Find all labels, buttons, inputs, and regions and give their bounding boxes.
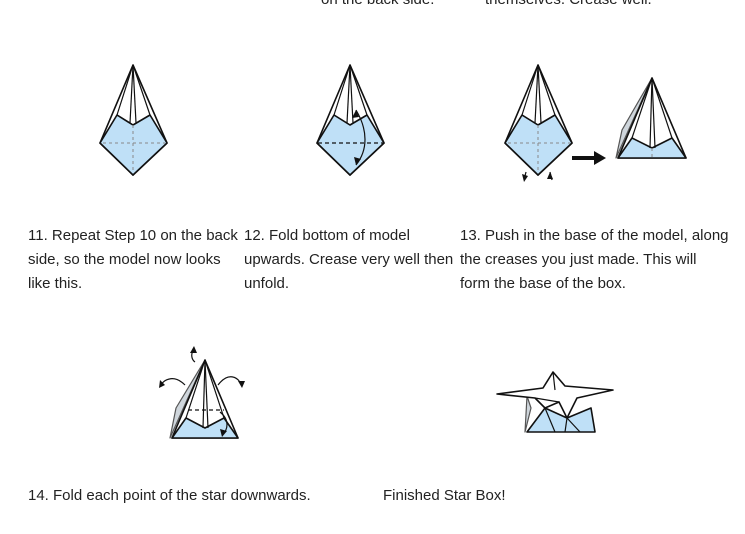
step-14-diagram: [159, 346, 245, 439]
step-11-diagram: [99, 64, 168, 176]
caption-top-left-fragment: on the back side.: [321, 0, 434, 12]
step-13-diagram: [504, 64, 687, 182]
finished-caption: Finished Star Box!: [383, 487, 506, 504]
finished-star-box-diagram: [496, 371, 614, 433]
step-13-caption: 13. Push in the base of the model, along…: [460, 227, 729, 292]
caption-top-right-fragment: themselves. Crease well.: [485, 0, 652, 12]
step-14-caption: 14. Fold each point of the star downward…: [28, 487, 311, 504]
step-12-caption: 12. Fold bottom of model upwards. Crease…: [244, 227, 454, 292]
step-11-caption: 11. Repeat Step 10 on the back side, so …: [28, 227, 238, 292]
step-12-diagram: [316, 64, 385, 176]
